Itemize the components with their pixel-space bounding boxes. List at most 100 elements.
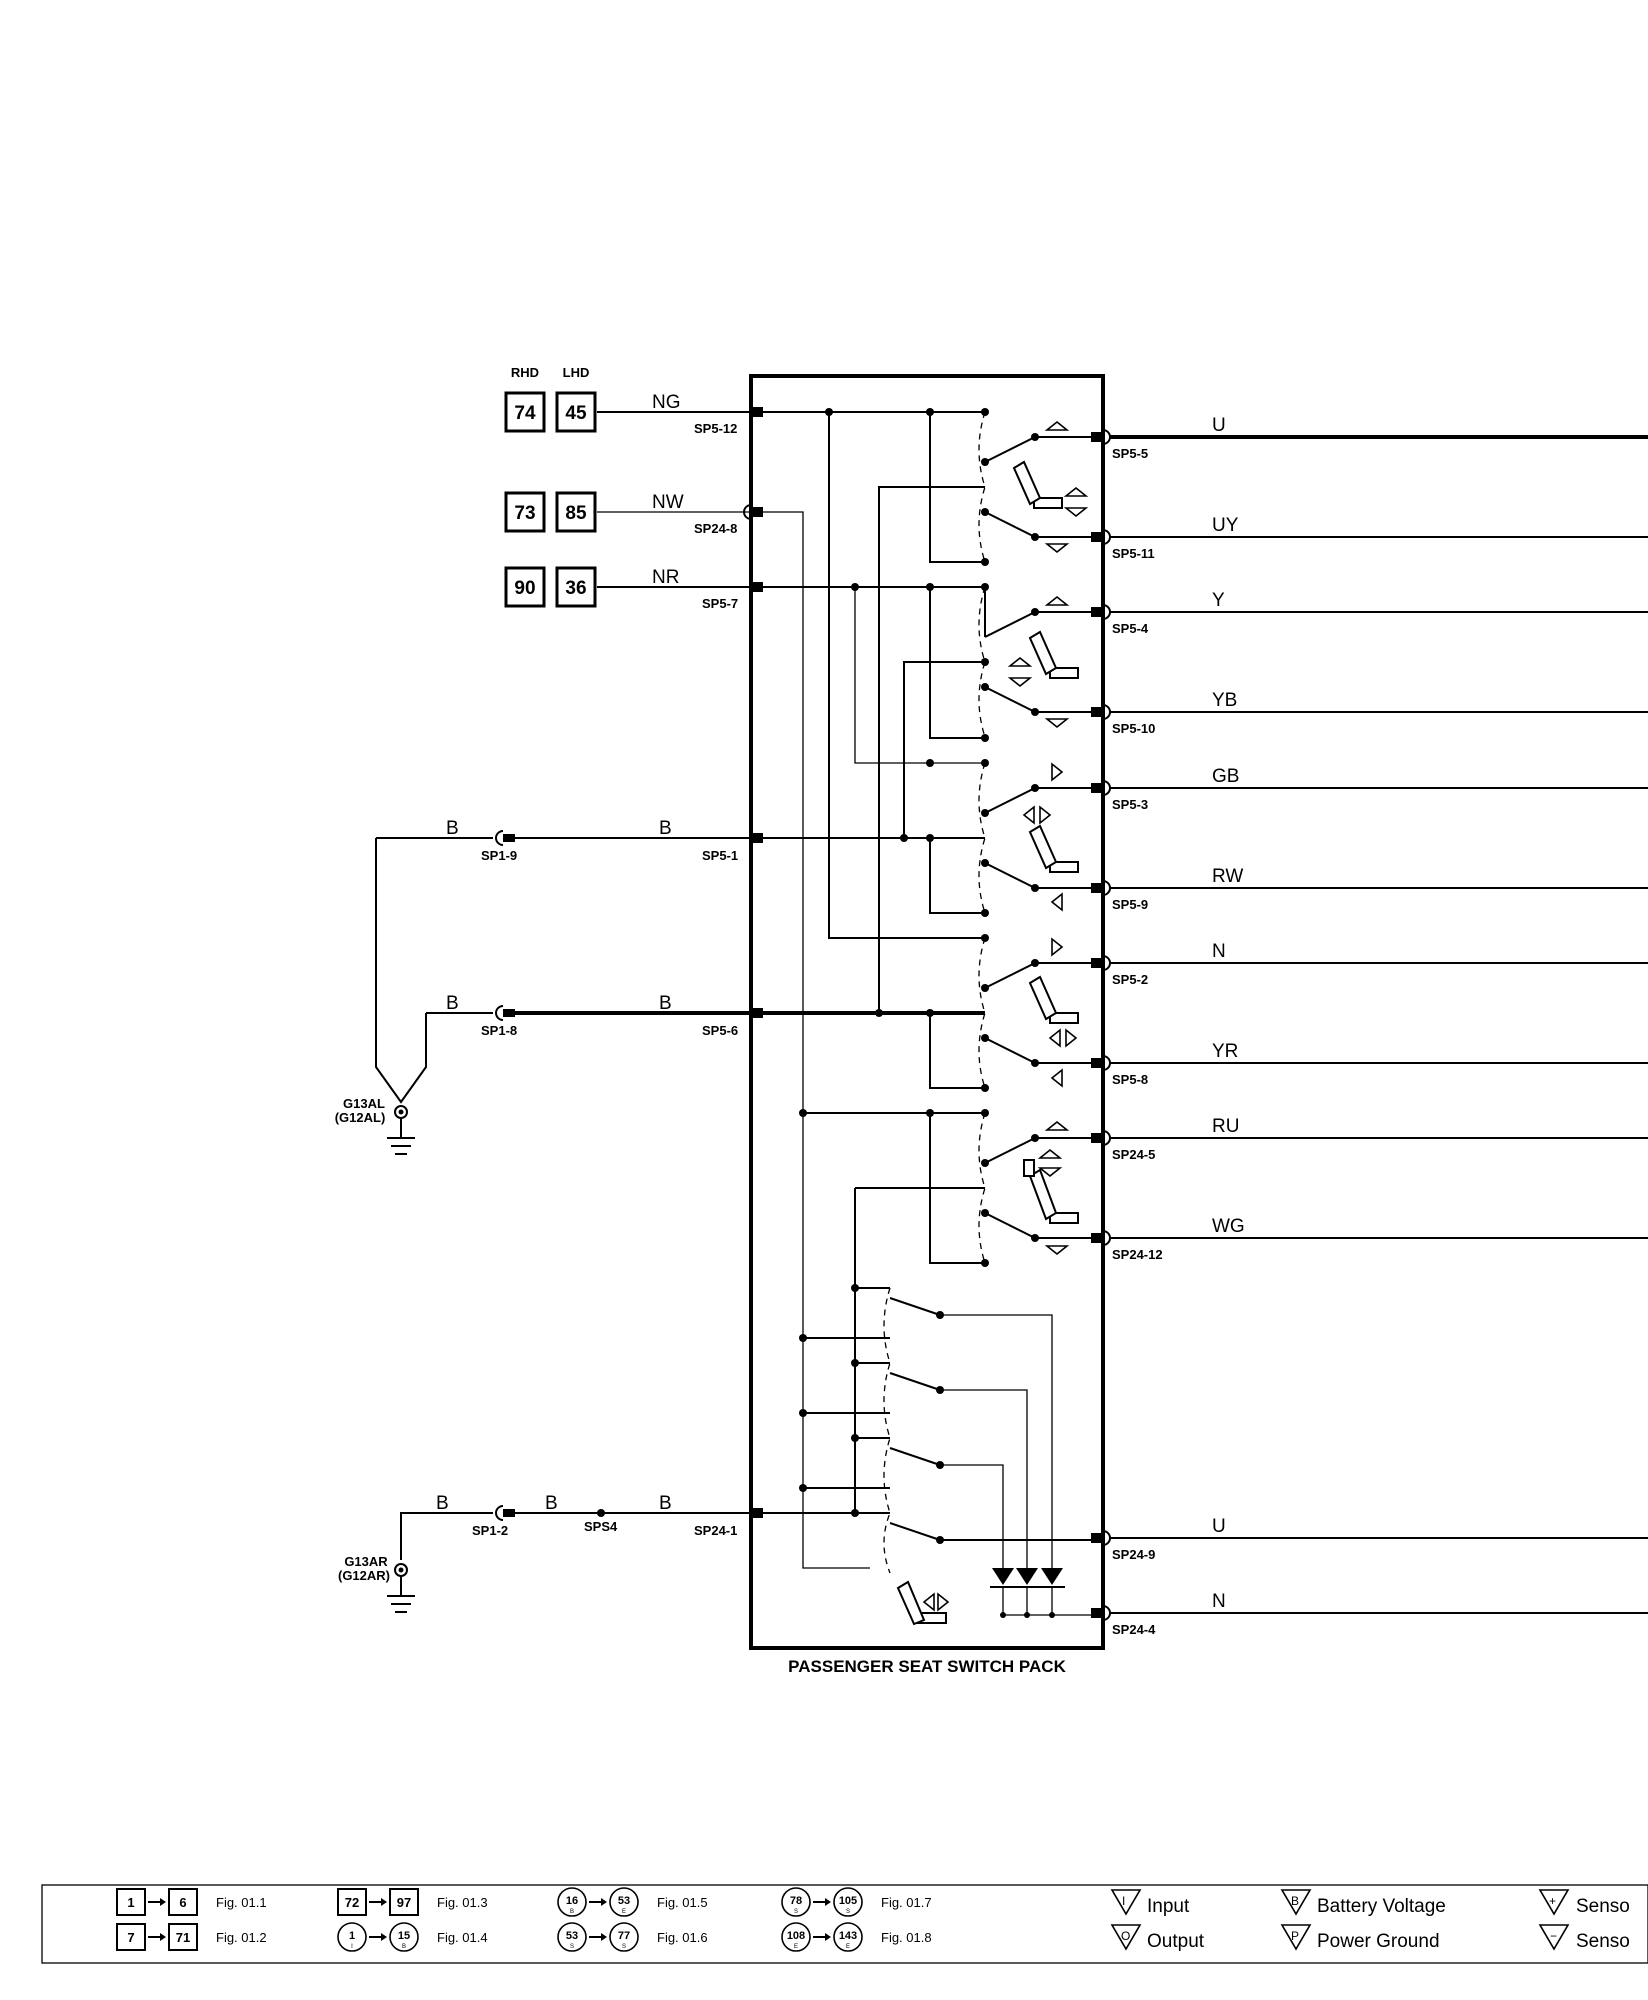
fig-ref-box-lhd[interactable]: [555, 491, 597, 533]
legend-ref-badge: [168, 1923, 198, 1951]
switch-contacts-5: [981, 1109, 1103, 1267]
bottom-ground-network: B SP1-2 B SPS4 B SP24-1 G13AR (G12AR): [338, 1493, 751, 1613]
connector-label: SP1-2: [472, 1523, 508, 1538]
legend-fig-label: Fig. 01.2: [216, 1930, 267, 1945]
legend-ref-number: 105: [839, 1895, 857, 1907]
legend-ref-number: 53: [618, 1895, 630, 1907]
wire-color-label: B: [436, 1493, 449, 1514]
legend-ref-badge: [337, 1922, 367, 1952]
pin-label: SP5-8: [1112, 1072, 1148, 1087]
fig-ref-number: 45: [565, 403, 587, 424]
input-symbol-icon: [1110, 1889, 1142, 1916]
output-pin: [1091, 883, 1103, 893]
pin-label: SP5-1: [702, 848, 738, 863]
wire-color-label: YR: [1212, 1041, 1238, 1062]
symbol-glyph: B: [1291, 1894, 1299, 1908]
pin-label: SP24-12: [1112, 1247, 1163, 1262]
wire-color-label: RU: [1212, 1116, 1239, 1137]
legend-ref-number: 143: [839, 1930, 857, 1942]
output-pin: [1091, 707, 1103, 717]
legend-ref-badge: [609, 1922, 639, 1952]
pin-label: SP5-6: [702, 1023, 738, 1038]
wire-color-label: B: [446, 993, 459, 1014]
wire-color-label: Y: [1212, 590, 1225, 611]
left-pin-stubs: [743, 407, 763, 1518]
fig-ref-box-rhd[interactable]: [504, 491, 546, 533]
internal-bus-wiring: [763, 408, 985, 1569]
wire-color-label: NW: [652, 492, 684, 513]
pin-label: SP5-7: [702, 596, 738, 611]
ground-label: G13AR: [344, 1554, 388, 1569]
wire-color-label: B: [659, 1493, 672, 1514]
switch-contacts-4: [981, 934, 1103, 1092]
symbol-glyph: −: [1550, 1929, 1557, 1943]
fig-ref-row-2: 73 85 NW SP24-8: [504, 491, 751, 536]
output-pin: [1091, 1233, 1103, 1243]
up-arrow-icon: [1044, 595, 1070, 606]
fig-ref-row-1: 74 45 NG SP5-12: [504, 391, 751, 436]
legend-ref-number: 15: [398, 1930, 410, 1942]
legend-ref-badge: [116, 1923, 146, 1951]
rhd-header: RHD: [511, 365, 539, 380]
down-arrow-icon: [1044, 543, 1070, 554]
seat-pictograms: [896, 420, 1089, 1626]
arrow-right-icon: [825, 1898, 831, 1906]
ground-label: (G12AR): [338, 1568, 390, 1583]
legend-ref-badge: [168, 1888, 198, 1916]
wire-color-label: NR: [652, 567, 679, 588]
lhd-header: LHD: [563, 365, 590, 380]
sensor-positive-icon: [1538, 1889, 1570, 1916]
fig-ref-box-lhd[interactable]: [555, 566, 597, 608]
seat-tilt-icon: [1012, 460, 1089, 518]
legend-ref-number: 53: [566, 1930, 578, 1942]
switch-bank-bottom: [889, 1297, 1103, 1618]
left-arrow-icon: [1050, 892, 1063, 912]
pin-label: SP24-4: [1112, 1622, 1156, 1637]
arrow-right-icon: [160, 1933, 166, 1941]
legend-ref-number: 1: [127, 1895, 134, 1910]
fig-ref-box-rhd[interactable]: [504, 566, 546, 608]
legend-symbol-label: Power Ground: [1317, 1931, 1440, 1952]
pin-label: SP24-5: [1112, 1147, 1155, 1162]
legend-symbols: I Input O Output B Battery Voltage P Pow…: [1110, 1889, 1630, 1952]
output-pin: [1091, 783, 1103, 793]
legend-ref-badge: [116, 1888, 146, 1916]
power-ground-icon: [1280, 1924, 1312, 1951]
connector-label: SP1-8: [481, 1023, 517, 1038]
arrow-right-icon: [160, 1898, 166, 1906]
fig-ref-box-lhd[interactable]: [555, 391, 597, 433]
connector-label: SP1-9: [481, 848, 517, 863]
right-arrow-icon: [1051, 937, 1064, 957]
legend-ref-suffix: S: [570, 1944, 574, 1950]
legend-ref-badge: [557, 1922, 587, 1952]
left-ground-network: B SP1-9 B SP5-1 B SP1-8 B SP5-6 G13AL (G…: [335, 818, 751, 1155]
legend-ref-suffix: S: [846, 1909, 850, 1915]
output-wire: YR SP5-8: [1091, 1041, 1648, 1087]
fig-ref-box-rhd[interactable]: [504, 391, 546, 433]
right-arrow-icon: [1051, 762, 1064, 782]
symbol-glyph: P: [1291, 1929, 1299, 1943]
legend-symbol-label: Senso: [1576, 1896, 1630, 1917]
output-wires: USP5-5UYSP5-11YSP5-4YBSP5-10GBSP5-3RWSP5…: [1091, 415, 1648, 1637]
legend-fig-label: Fig. 01.7: [881, 1895, 932, 1910]
pin-label: SP24-1: [694, 1523, 737, 1538]
wire-color-label: NG: [652, 392, 681, 413]
pin-label: SP24-8: [694, 521, 737, 536]
fig-ref-number: 90: [514, 578, 535, 599]
wire-color-label: U: [1212, 415, 1226, 436]
output-pin: [1091, 1533, 1103, 1543]
pin-label: SP5-12: [694, 421, 737, 436]
output-pin: [1091, 432, 1103, 442]
fig-ref-number: 36: [565, 578, 586, 599]
wire-color-label: B: [545, 1493, 558, 1514]
